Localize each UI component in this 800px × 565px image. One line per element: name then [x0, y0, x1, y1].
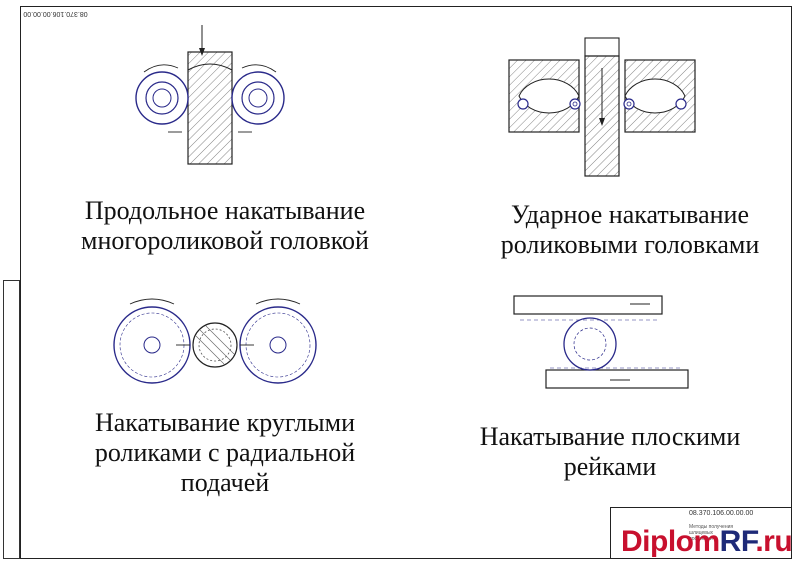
- caption-round-line-2: роликами с радиальной: [94, 438, 356, 467]
- right-roller: [231, 71, 285, 125]
- splined-workpiece: [192, 322, 238, 368]
- right-round-roller: [239, 306, 317, 384]
- left-roller: [135, 71, 189, 125]
- caption-flat-line-1: Накатывание плоскими: [479, 422, 741, 451]
- longitudinal-rolling-diagram: [135, 25, 285, 165]
- round-rollers-diagram: [113, 298, 317, 384]
- watermark-logo: DiplomRF.ru: [621, 525, 793, 558]
- drawing-code-stamp: 08.370.106.00.00.00: [20, 6, 90, 20]
- title-block-name: Методы получения шлицевых профилей: [689, 524, 734, 542]
- workpiece-shaft: [187, 51, 233, 165]
- caption-longitudinal-line-2: многороликовой головкой: [81, 226, 369, 255]
- watermark-part-1: Diplom: [621, 525, 720, 558]
- lower-rack: [545, 369, 689, 389]
- caption-round-line-3: подачей: [180, 468, 270, 497]
- upper-rack: [513, 295, 663, 315]
- gear-workpiece: [563, 317, 617, 371]
- caption-longitudinal: Продольное накатывание многороликовой го…: [55, 196, 395, 256]
- flat-racks-diagram: [513, 295, 689, 389]
- caption-impact: Ударное накатывание роликовыми головками: [470, 200, 790, 260]
- watermark-part-3: .ru: [755, 525, 793, 558]
- watermark-part-2: RF: [719, 525, 756, 558]
- title-block-code: 08.370.106.00.00.00: [689, 510, 754, 517]
- caption-flat: Накатывание плоскими рейками: [450, 422, 770, 482]
- caption-round-line-1: Накатывание круглыми: [94, 408, 356, 437]
- caption-round: Накатывание круглыми роликами с радиальн…: [55, 408, 395, 498]
- side-stamp-strip: [3, 280, 20, 559]
- impact-rolling-diagram: [508, 37, 696, 177]
- caption-impact-line-1: Ударное накатывание: [510, 200, 750, 229]
- caption-impact-line-2: роликовыми головками: [500, 230, 760, 259]
- title-block: 08.370.106.00.00.00 Методы получения шли…: [610, 507, 792, 559]
- caption-longitudinal-line-1: Продольное накатывание: [84, 196, 366, 225]
- drawing-frame: [20, 6, 792, 559]
- tool-holder: [584, 37, 620, 57]
- caption-flat-line-2: рейками: [563, 452, 657, 481]
